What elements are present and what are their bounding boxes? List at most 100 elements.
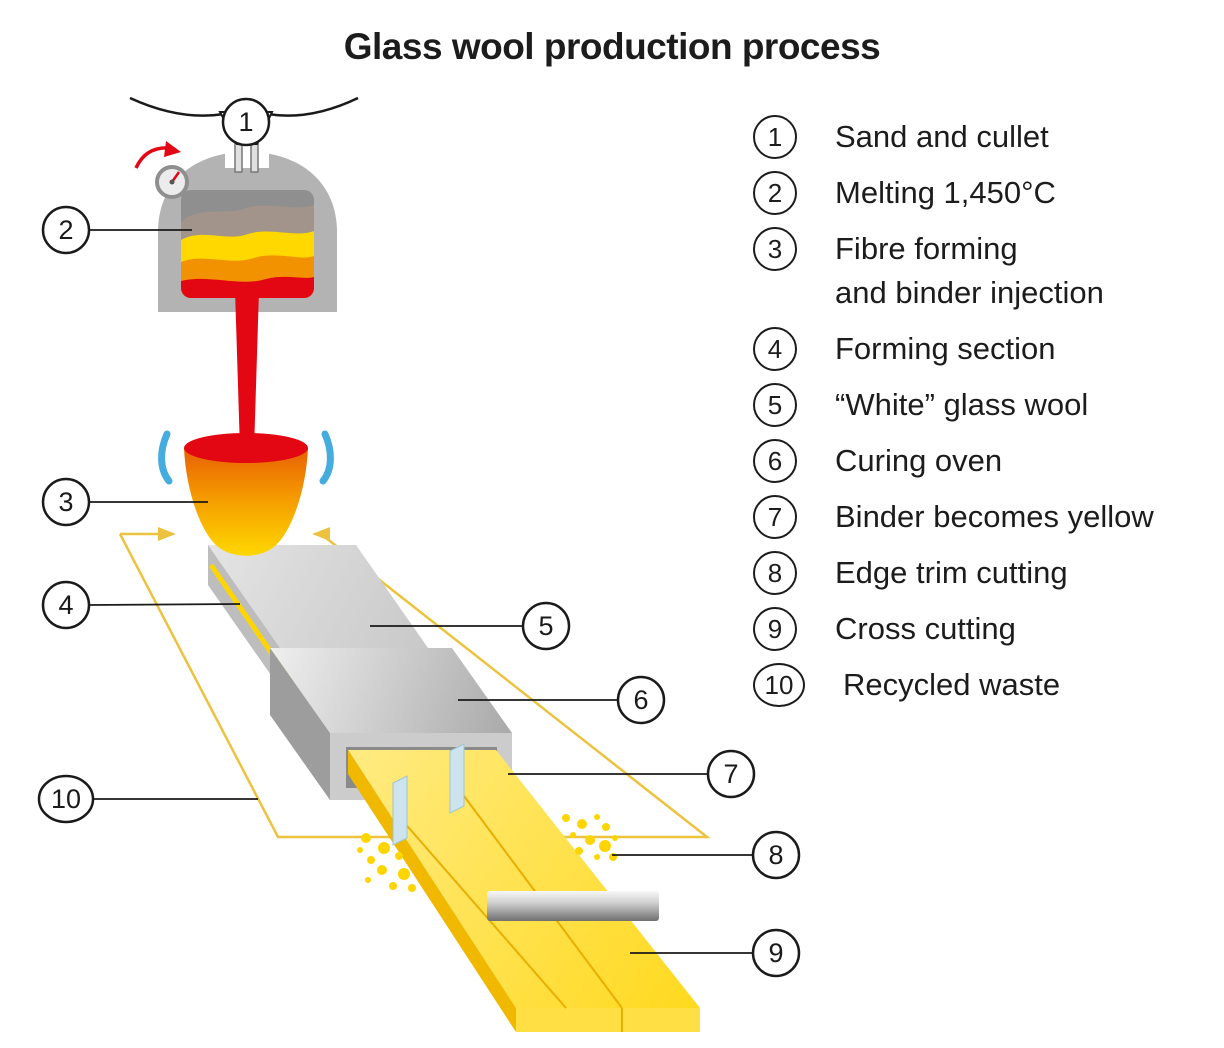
wool-top-face	[348, 750, 700, 1008]
waste-droplet	[377, 865, 387, 875]
legend-number-badge: 5	[753, 383, 797, 427]
legend-label: Sand and cullet	[835, 119, 1049, 154]
melt-layer-red	[181, 276, 314, 298]
callout-number: 9	[768, 938, 783, 968]
melting-furnace	[158, 126, 337, 312]
molten-glass-stream	[235, 290, 259, 450]
trim-blade-right	[449, 743, 465, 814]
callout-circle	[41, 205, 91, 255]
callout-circle	[521, 601, 571, 651]
legend-item-2: 2 Melting 1,450°C	[753, 171, 1154, 215]
legend-number: 7	[767, 501, 783, 532]
callout-number: 3	[58, 487, 73, 517]
legend-number: 3	[767, 233, 783, 264]
waste-droplet	[594, 814, 600, 820]
conveyor-top-face	[208, 545, 442, 668]
legend-number-badge: 4	[753, 327, 797, 371]
legend-label: Recycled waste	[843, 667, 1061, 702]
callout-1: 1	[221, 97, 271, 147]
callout-10: 10	[37, 774, 258, 824]
legend-number-badge: 10	[753, 663, 805, 707]
waste-droplet	[361, 833, 371, 843]
legend-label: Curing oven	[835, 443, 1003, 478]
legend-item-7: 7 Binder becomes yellow	[753, 495, 1154, 539]
legend-number: 1	[767, 121, 783, 152]
legend-number-badge: 9	[753, 607, 797, 651]
waste-droplet	[570, 832, 576, 838]
legend-number: 2	[767, 177, 783, 208]
waste-droplet	[577, 819, 587, 829]
callout-7: 7	[508, 749, 756, 799]
callout-4: 4	[41, 580, 241, 630]
spinner-melt-top	[184, 433, 308, 463]
callout-circle	[41, 477, 91, 527]
legend-number-badge: 1	[753, 115, 797, 159]
legend-number: 6	[767, 445, 783, 476]
callout-number: 1	[238, 107, 253, 137]
waste-droplet	[599, 840, 611, 852]
legend-number: 5	[767, 389, 783, 420]
waste-droplet	[365, 877, 371, 883]
legend-number-badge: 7	[753, 495, 797, 539]
oven-top-face	[270, 648, 512, 733]
legend-item-5: 5 “White” glass wool	[753, 383, 1154, 427]
cross-cutting-roller	[487, 891, 659, 921]
waste-droplet	[389, 882, 397, 890]
legend-number: 8	[767, 557, 783, 588]
legend: 1 Sand and cullet 2 Melting 1,450°C 3 Fi…	[753, 115, 1154, 719]
waste-droplet	[378, 842, 390, 854]
legend-item-6: 6 Curing oven	[753, 439, 1154, 483]
callout-circle	[221, 97, 271, 147]
waste-droplet	[585, 835, 595, 845]
legend-number-badge: 6	[753, 439, 797, 483]
legend-item-9: 9 Cross cutting	[753, 607, 1154, 651]
feed-chute-right	[267, 96, 359, 117]
waste-droplet	[408, 884, 416, 892]
legend-label: Forming section	[835, 331, 1056, 366]
callout-circle	[616, 675, 666, 725]
legend-item-10: 10 Recycled waste	[753, 663, 1154, 707]
legend-label: Cross cutting	[835, 611, 1016, 646]
glass-wool-slab	[348, 750, 700, 1032]
legend-item-8: 8 Edge trim cutting	[753, 551, 1154, 595]
callout-circle	[37, 774, 95, 824]
legend-item-1: 1 Sand and cullet	[753, 115, 1154, 159]
legend-number-badge: 8	[753, 551, 797, 595]
legend-label: Fibre forming and binder injection	[835, 231, 1104, 310]
legend-item-4: 4 Forming section	[753, 327, 1154, 371]
callout-2: 2	[41, 205, 192, 255]
wool-side-face	[348, 750, 516, 1032]
waste-droplet	[357, 847, 363, 853]
spinner-body	[184, 448, 308, 556]
pressure-gauge	[155, 165, 189, 199]
waste-droplet	[612, 835, 618, 841]
waste-droplets	[357, 814, 618, 892]
waste-droplet	[594, 854, 600, 860]
legend-item-3: 3 Fibre forming and binder injection	[753, 227, 1154, 315]
waste-droplet	[395, 852, 403, 860]
trim-blade-left	[392, 775, 408, 846]
callout-number: 2	[58, 215, 73, 245]
loop-arrow-left	[158, 527, 176, 541]
gas-flame-left	[158, 430, 173, 485]
loop-arrow-right	[312, 527, 330, 541]
callout-9: 9	[630, 928, 801, 978]
gas-flame-right	[319, 430, 334, 485]
furnace-melt-layers	[181, 190, 314, 298]
callout-6: 6	[458, 675, 666, 725]
callout-number: 5	[538, 611, 553, 641]
page-title: Glass wool production process	[343, 26, 881, 67]
callout-number: 10	[51, 784, 81, 814]
legend-label: “White” glass wool	[835, 387, 1089, 422]
wool-end-face	[516, 1008, 700, 1032]
callout-3: 3	[41, 477, 208, 527]
callout-circle	[41, 580, 91, 630]
oven-side-face	[270, 648, 330, 800]
gauge-pin	[169, 179, 175, 185]
legend-number: 4	[767, 333, 783, 364]
legend-number: 10	[764, 669, 794, 700]
legend-label: Melting 1,450°C	[835, 175, 1056, 210]
legend-label: Edge trim cutting	[835, 555, 1068, 590]
callout-circle	[751, 830, 801, 880]
